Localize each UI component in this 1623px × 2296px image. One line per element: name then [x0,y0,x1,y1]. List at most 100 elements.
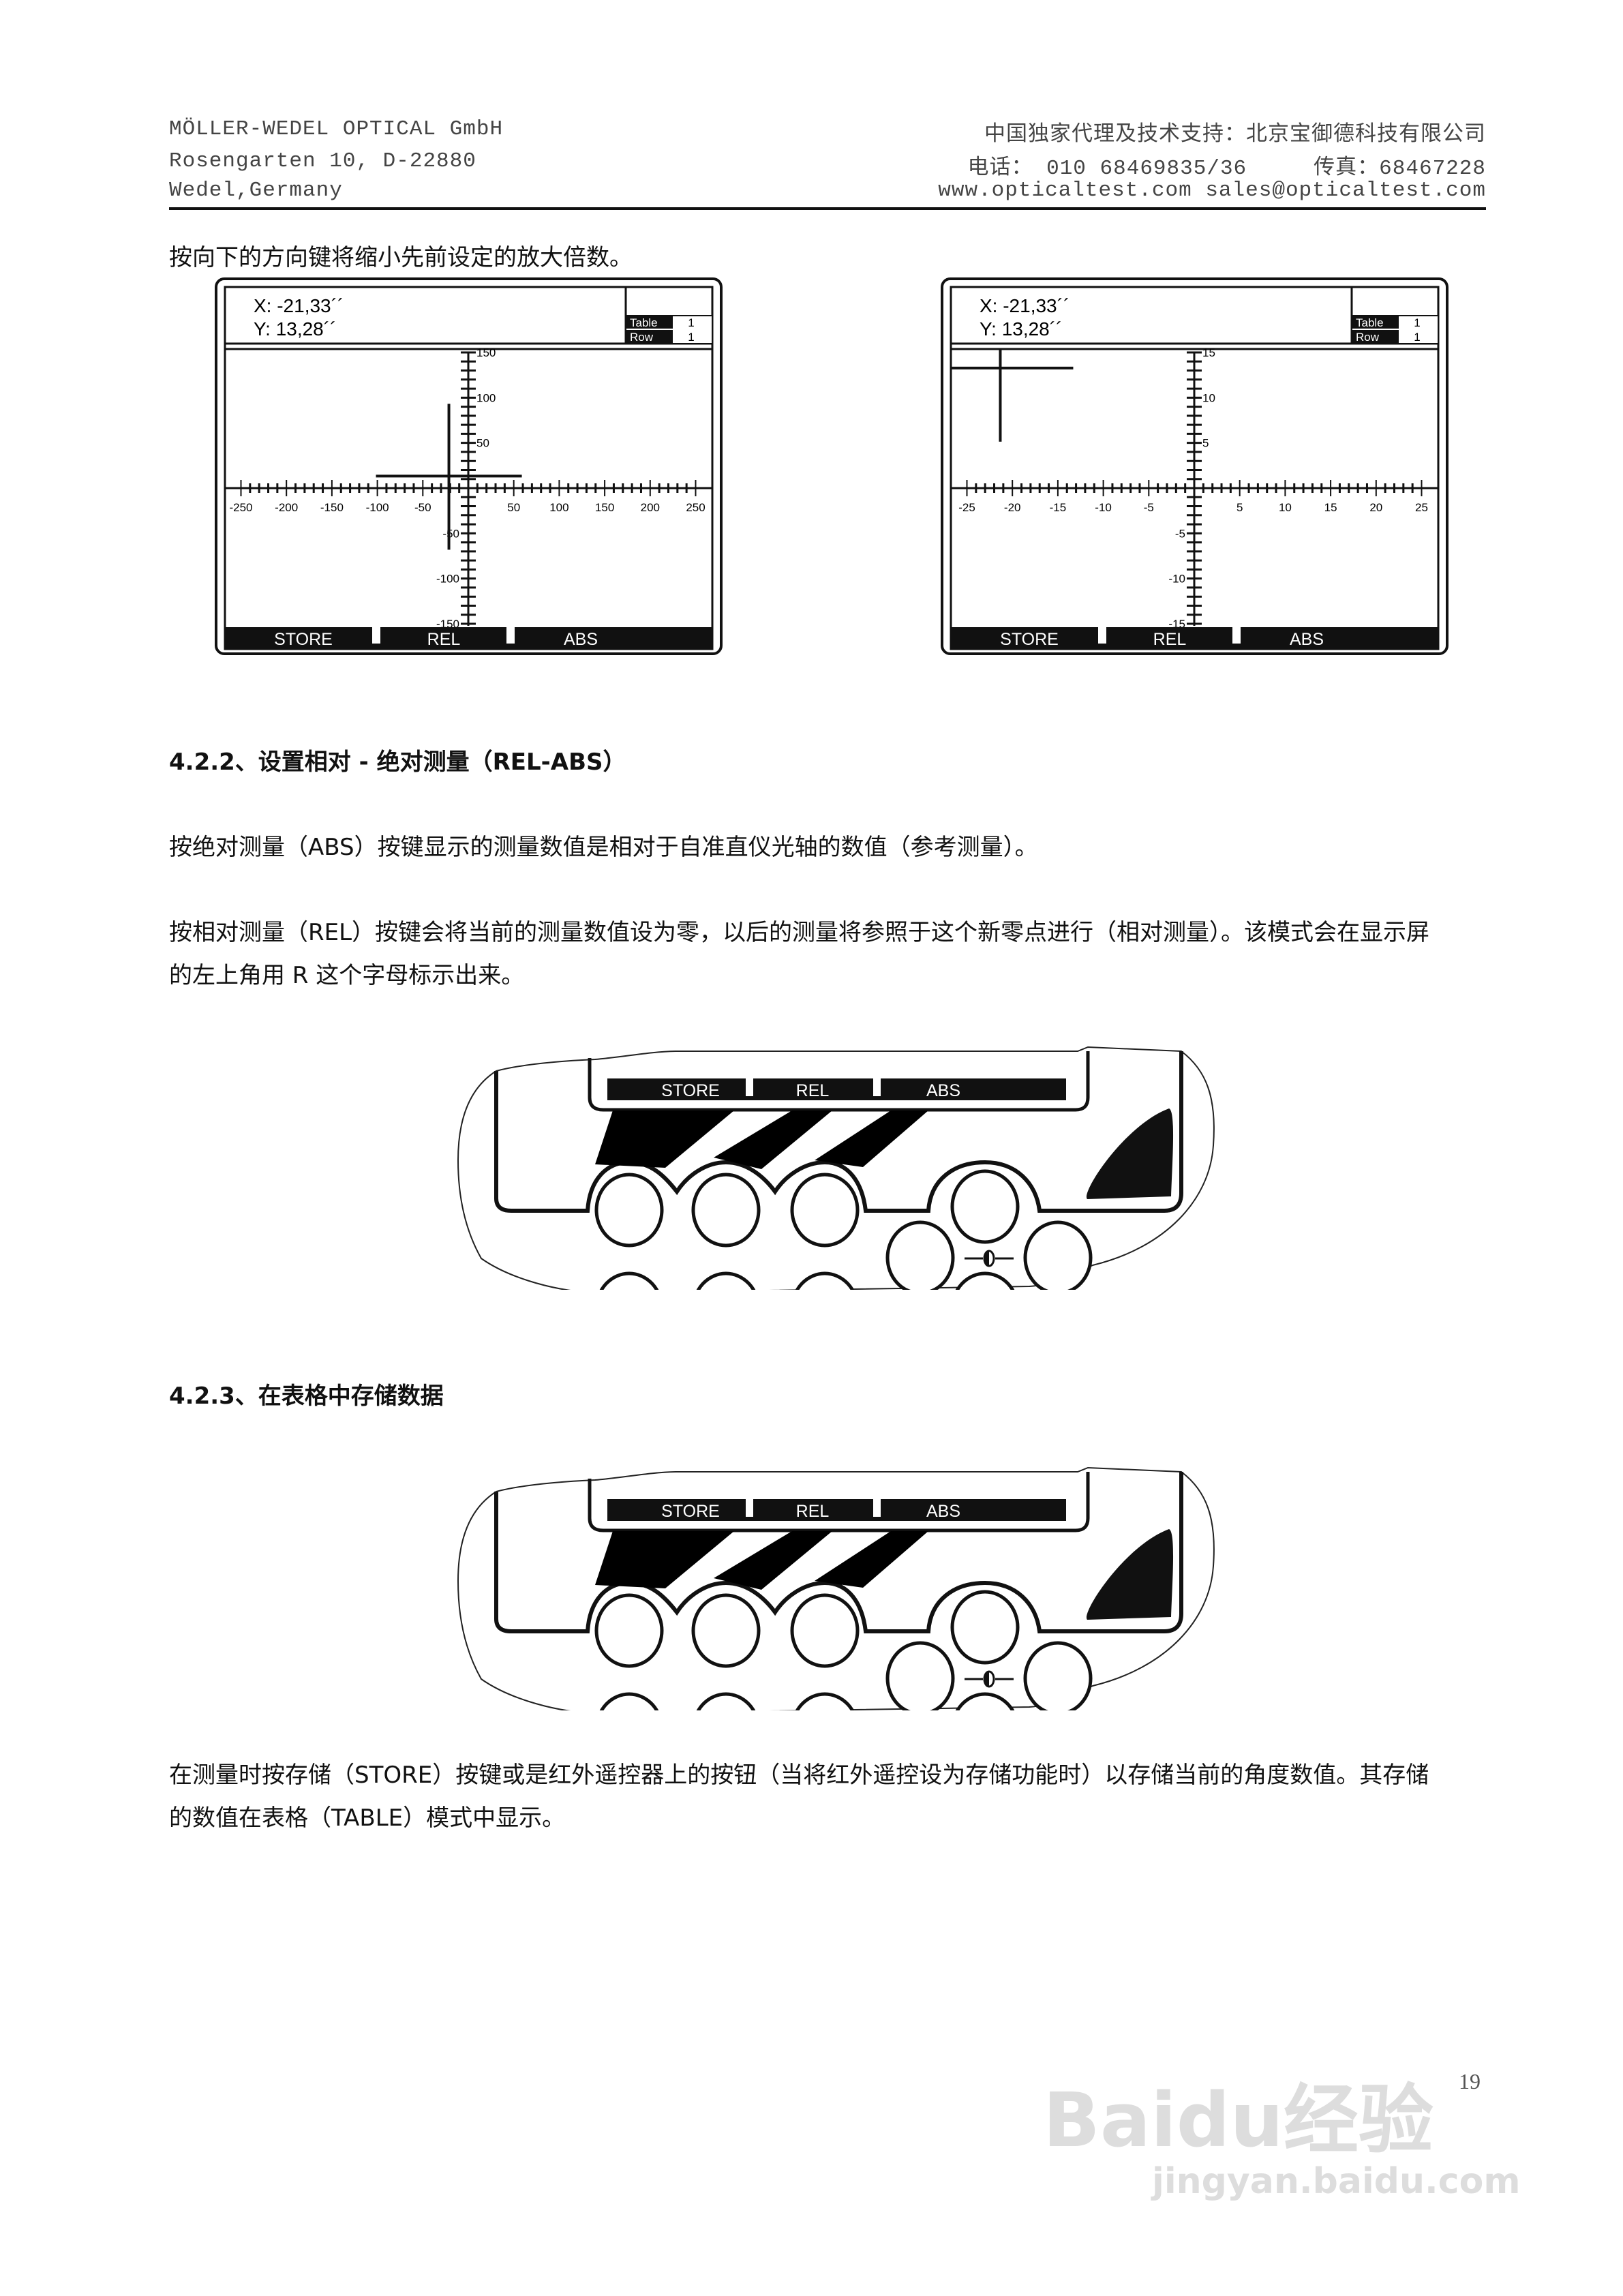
softkey-separator [873,1499,881,1517]
y-tick-label: 15 [1202,346,1215,359]
contrast-icon-half [984,1251,989,1266]
softkey-label: ABS [926,1502,960,1521]
x-tick-label: -200 [275,501,298,514]
key-pointer-stripe [815,1531,928,1588]
x-tick-label: -5 [1144,501,1154,514]
y-tick-label: -100 [436,573,459,586]
contrast-icon-half [984,1672,989,1687]
softkey-separator [873,1078,881,1096]
x-tick-label: -15 [1050,501,1067,514]
x-tick-label: 10 [1279,501,1292,514]
softkey-separator [746,1078,753,1096]
table-value: 1 [1414,316,1420,329]
x-tick-label: -20 [1004,501,1021,514]
key-pointer-stripe [714,1531,832,1590]
header-rule [169,207,1486,210]
softkey-store: STORE [1000,630,1059,649]
keypad-button [950,1169,1020,1244]
x-tick-label: 200 [641,501,660,514]
softkey-bar [607,1078,1066,1100]
baidu-jingyan-watermark-logo: Baidu经验 [1043,2076,1434,2164]
company-name: MÖLLER-WEDEL OPTICAL GmbH [169,117,504,141]
softkey-label: REL [796,1081,830,1100]
keypad-button [790,1593,860,1668]
crosshair [951,350,1074,442]
y-tick-label: 5 [1202,437,1209,450]
keypad-button [691,1593,761,1668]
keypad-button [950,1590,1020,1665]
x-tick-label: 50 [507,501,520,514]
section-heading-4-2-2: 4.2.2、设置相对 - 绝对测量（REL-ABS） [169,749,626,776]
softkey-separator [746,1499,753,1517]
key-pointer-stripe [595,1531,734,1588]
y-tick-label: 100 [476,391,496,404]
softkey-bar [951,627,1438,649]
section-heading-4-2-3: 4.2.3、在表格中存储数据 [169,1383,444,1410]
table-label-bg [626,316,673,329]
row-label-bg [626,330,673,343]
paragraph-rel-line2: 的左上角用 R 这个字母标示出来。 [169,962,525,989]
key-pointer-stripe [595,1111,734,1168]
device-front-panel-edge [494,1472,1183,1633]
keypad-button [1023,1220,1093,1295]
softkey-rel: REL [427,630,461,649]
x-tick-label: 20 [1369,501,1382,514]
page-number: 19 [1459,2069,1481,2094]
x-reading: X: -21,33´´ [254,295,344,316]
softkey-label: STORE [661,1081,720,1100]
keypad-button [885,1220,955,1295]
y-tick-label: -5 [1175,527,1185,540]
decorative-panel-shape [1086,1108,1174,1199]
y-tick-label: -10 [1168,573,1185,586]
softkey-separator [372,627,380,644]
y-reading: Y: 13,28´´ [254,318,336,339]
company-address: Rosengarten 10, D-22880 [169,149,476,173]
y-tick-label: 50 [476,437,489,450]
y-tick-label: 10 [1202,391,1215,404]
agent-name: 中国独家代理及技术支持：北京宝御德科技有限公司 [984,123,1486,147]
softkey-label: REL [796,1502,830,1521]
contrast-icon [965,1250,1014,1267]
x-tick-label: 25 [1415,501,1428,514]
contrast-icon [965,1670,1014,1688]
x-tick-label: 5 [1237,501,1243,514]
softkey-separator [1098,627,1106,644]
key-pointer-stripe [815,1111,928,1167]
company-city: Wedel,Germany [169,179,343,202]
x-tick-label: -50 [414,501,431,514]
y-tick-label: -50 [442,527,459,540]
table-label: Table [630,316,658,329]
display-window [588,1472,1090,1532]
keypad-button [594,1593,664,1668]
paragraph-store-line1: 在测量时按存储（STORE）按键或是红外遥控器上的按钮（当将红外遥控设为存储功能… [169,1762,1429,1789]
softkey-separator [506,627,515,644]
keypad-button [1023,1641,1093,1716]
keypad-button [790,1173,860,1248]
softkey-abs: ABS [1290,630,1324,649]
row-value: 1 [1414,331,1420,344]
row-value: 1 [688,331,694,344]
softkey-bar [225,627,712,649]
x-tick-label: 150 [595,501,614,514]
display-window [588,1051,1090,1112]
display-screen-zoomed-out: X: -21,33´´Y: 13,28´´TableRow11-250-200-… [215,277,723,655]
table-value: 1 [688,316,694,329]
intro-text: 按向下的方向键将缩小先前设定的放大倍数。 [169,244,633,271]
softkey-bar [607,1499,1066,1521]
x-tick-label: 250 [686,501,705,514]
agent-phone-fax: 电话： 010 68469835/36 传真：68467228 [967,157,1486,181]
agent-web-email: www.opticaltest.com sales@opticaltest.co… [938,179,1486,202]
x-tick-label: -25 [958,501,975,514]
y-tick-label: 150 [476,346,496,359]
table-label-bg [1352,316,1399,329]
decorative-panel-shape [1086,1529,1174,1620]
device-front-panel-edge [494,1051,1183,1213]
row-label-bg [1352,330,1399,343]
clip-mask [443,1290,1227,1295]
keypad-button [691,1173,761,1248]
x-tick-label: -10 [1095,501,1112,514]
softkey-separator [1232,627,1241,644]
row-label: Row [1356,331,1380,344]
softkey-store: STORE [274,630,333,649]
